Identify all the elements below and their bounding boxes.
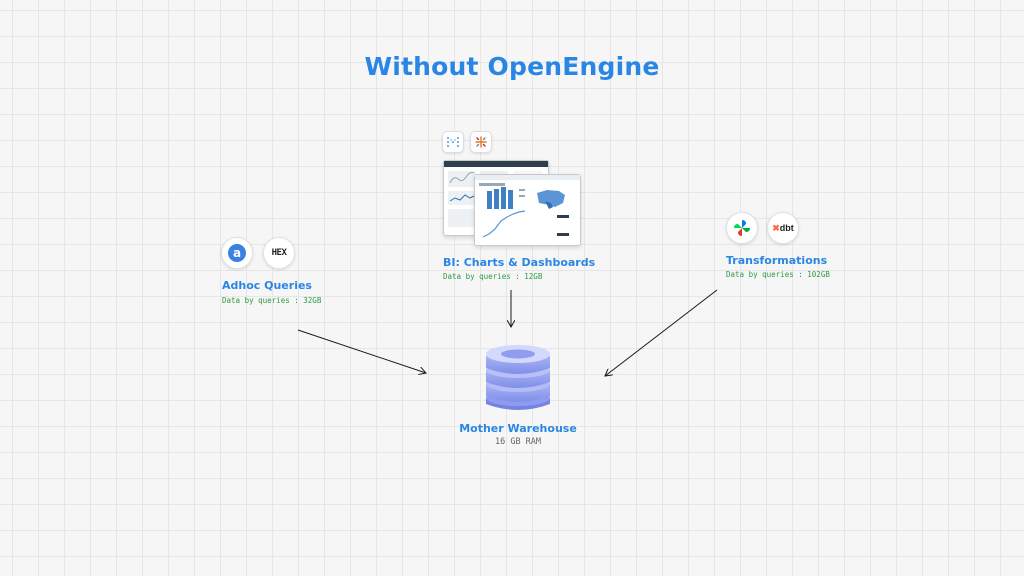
dbt-icon: ✖dbt: [767, 212, 799, 244]
dbt-logo-text: dbt: [779, 223, 794, 233]
warehouse-title: Mother Warehouse: [459, 422, 577, 435]
metabase-icon: [442, 131, 464, 153]
airflow-icon: [726, 212, 758, 244]
database-icon: [482, 340, 554, 416]
hex-logo-icon: HEX: [263, 237, 295, 269]
adhoc-title: Adhoc Queries: [222, 279, 312, 292]
dbt-x-mark: ✖: [772, 222, 780, 233]
adhoc-data-note: Data by queries : 32GB: [222, 296, 322, 305]
analytics-logo-icon: a: [221, 237, 253, 269]
transformations-data-note: Data by queries : 102GB: [726, 270, 830, 279]
bi-title: BI: Charts & Dashboards: [443, 256, 596, 269]
svg-text:a: a: [233, 246, 241, 260]
bi-group: BI: Charts & Dashboards Data by queries …: [420, 128, 600, 288]
warehouse-ram: 16 GB RAM: [494, 437, 542, 447]
arrow-transformations-to-warehouse: [605, 289, 718, 376]
hex-logo-text: HEX: [271, 248, 287, 258]
diagram-title: Without OpenEngine: [364, 52, 660, 81]
dashboard-screenshot-front: [474, 174, 581, 246]
tableau-icon: [470, 131, 492, 153]
transformations-title: Transformations: [726, 254, 828, 267]
transformations-group: ✖dbt Transformations Data by queries : 1…: [722, 208, 862, 288]
bi-data-note: Data by queries : 12GB: [443, 272, 543, 281]
adhoc-group: a HEX Adhoc Queries Data by queries : 32…: [218, 234, 358, 314]
arrow-adhoc-to-warehouse: [297, 329, 426, 373]
